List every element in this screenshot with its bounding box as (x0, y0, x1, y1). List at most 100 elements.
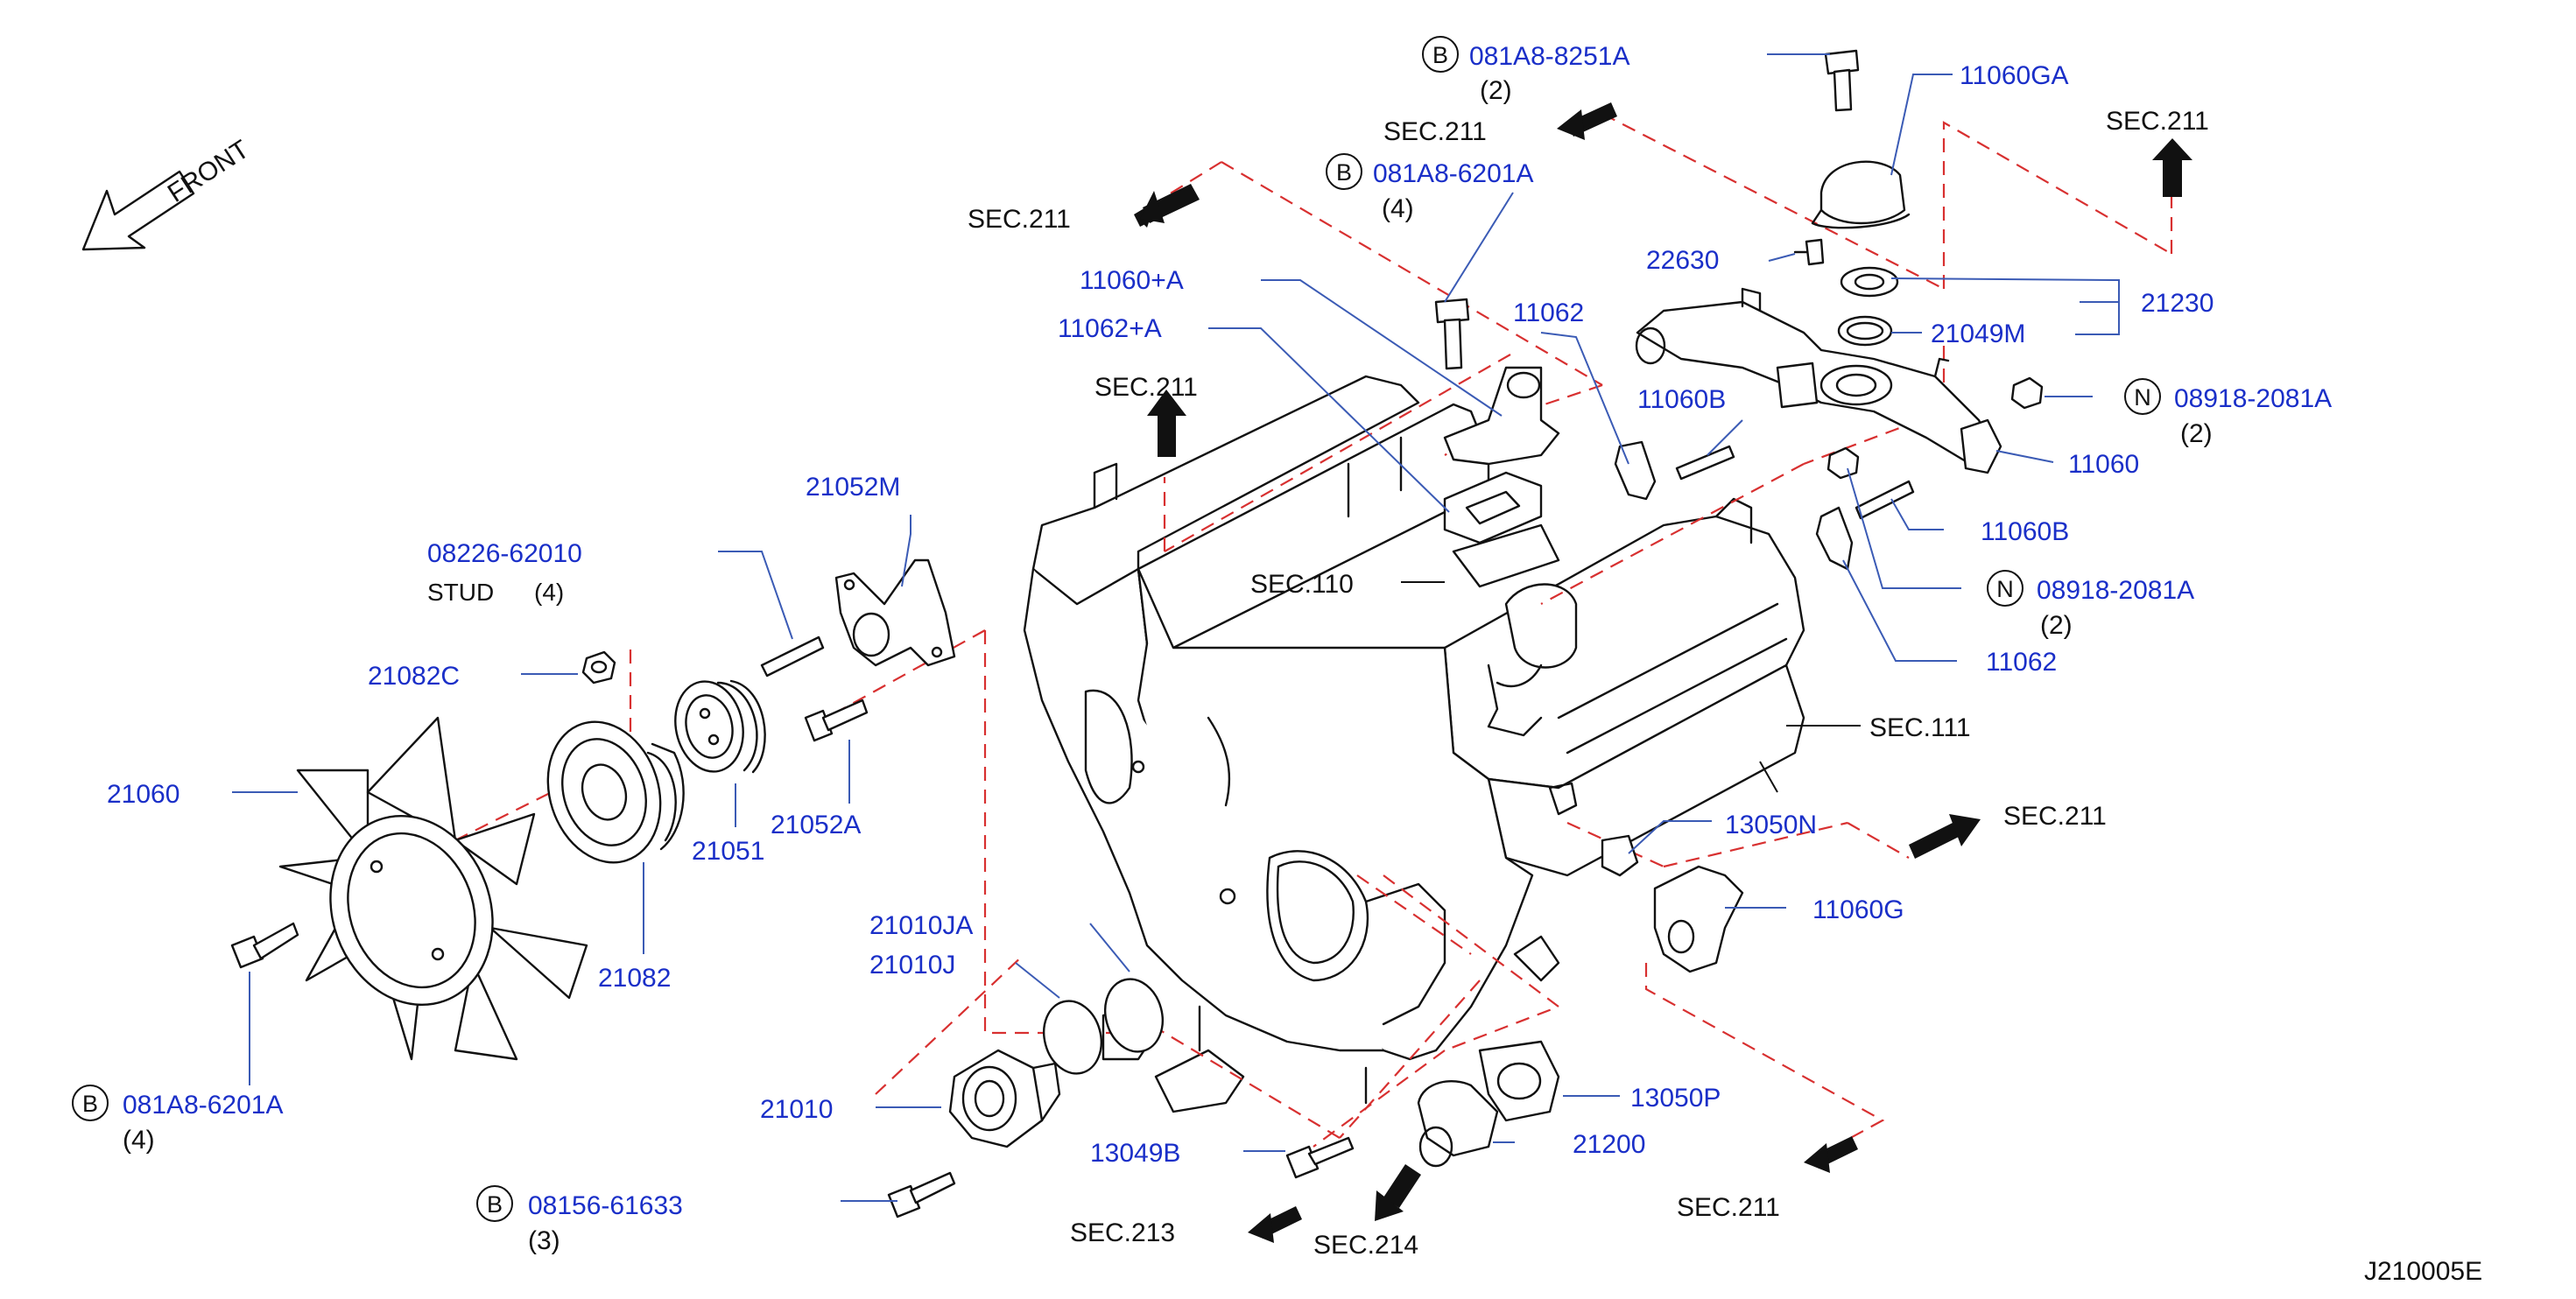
callout-qty: (3) (528, 1226, 560, 1255)
part-label-11060B-lower[interactable]: 11060B (1981, 517, 2069, 546)
part-label-13050P[interactable]: 13050P (1630, 1084, 1721, 1113)
callout-circle (72, 1085, 109, 1121)
callout-circle (2124, 378, 2161, 415)
section-label-110[interactable]: SEC.110 (1250, 570, 1354, 599)
stud-qty: (4) (534, 579, 564, 606)
water-pump-pulley (674, 679, 766, 774)
part-label-13050N[interactable]: 13050N (1725, 811, 1817, 839)
callout-part-number[interactable]: 08156-61633 (528, 1191, 683, 1220)
thermostat (1837, 266, 1899, 347)
section-label-211[interactable]: SEC.211 (2003, 802, 2107, 831)
bolt-081A8-8251A (1824, 49, 1860, 112)
section-arrow-icon (1375, 1164, 1421, 1221)
section-label-214[interactable]: SEC.214 (1313, 1231, 1418, 1260)
fan-bolt (230, 922, 299, 969)
section-label-211[interactable]: SEC.211 (1094, 373, 1198, 402)
water-inlet (1417, 1040, 1560, 1168)
gasket-11062-lower (1815, 506, 1854, 571)
callout-qty: (4) (1382, 194, 1414, 223)
bolt-081A8-6201A-top (1434, 298, 1470, 370)
bolt-08156 (887, 1171, 956, 1218)
callout-n1[interactable]: N 08918-2081A (2) (2124, 378, 2332, 448)
part-label-08226-62010[interactable]: 08226-62010 (427, 539, 582, 568)
section-label-211[interactable]: SEC.211 (1677, 1193, 1780, 1222)
water-pump-gaskets (1043, 978, 1164, 1075)
diagram-id: J210005E (2364, 1257, 2482, 1286)
part-label-21010J[interactable]: 21010J (869, 951, 955, 980)
section-label-211[interactable]: SEC.211 (1383, 117, 1487, 146)
part-label-21060[interactable]: 21060 (107, 780, 179, 809)
callout-circle (1326, 153, 1362, 190)
callout-b4[interactable]: B 08156-61633 (3) (476, 1185, 683, 1255)
callout-letter: B (1336, 159, 1352, 186)
fan-bracket (834, 558, 956, 667)
part-label-11060G[interactable]: 11060G (1812, 895, 1904, 924)
water-pipe-assembly (1635, 287, 2002, 474)
stud-11060B-lower (1855, 480, 1915, 520)
section-arrow-icon (1248, 1206, 1302, 1243)
callout-circle (1422, 36, 1459, 73)
fan-clutch (546, 720, 685, 864)
part-label-11062-plus-A[interactable]: 11062+A (1058, 314, 1162, 343)
part-label-11060GA[interactable]: 11060GA (1960, 61, 2069, 90)
gasket-11062A (1443, 471, 1543, 544)
part-label-21082C[interactable]: 21082C (368, 662, 460, 691)
part-label-11060-plus-A[interactable]: 11060+A (1080, 266, 1184, 295)
callout-letter: B (82, 1091, 98, 1117)
callout-qty: (2) (1480, 76, 1512, 105)
section-label-111[interactable]: SEC.111 (1869, 713, 1971, 742)
part-label-13049B[interactable]: 13049B (1090, 1139, 1180, 1168)
thermostat-housing-cover (1811, 160, 1911, 229)
section-label-211[interactable]: SEC.211 (2106, 107, 2209, 136)
part-label-11062-top[interactable]: 11062 (1513, 298, 1584, 327)
part-label-21082[interactable]: 21082 (598, 964, 671, 993)
part-label-21049M[interactable]: 21049M (1931, 319, 2025, 348)
callout-letter: N (1996, 576, 2014, 602)
callout-qty: (4) (123, 1126, 155, 1155)
front-arrow-icon (81, 170, 195, 251)
part-label-21010JA[interactable]: 21010JA (869, 911, 973, 940)
part-labels: 11060GA 22630 21230 21049M 11060+A 11062… (107, 61, 2214, 1168)
section-label-213[interactable]: SEC.213 (1070, 1218, 1175, 1247)
part-label-21230[interactable]: 21230 (2141, 289, 2214, 318)
part-label-21200[interactable]: 21200 (1573, 1130, 1645, 1159)
section-arrow-icon (1147, 390, 1186, 457)
nut-08918-upper (2010, 376, 2044, 410)
section-label-211[interactable]: SEC.211 (968, 205, 1071, 234)
part-label-22630[interactable]: 22630 (1646, 246, 1719, 275)
callout-qty: (2) (2040, 611, 2073, 640)
part-label-21052A[interactable]: 21052A (771, 811, 861, 839)
callout-part-number[interactable]: 081A8-8251A (1469, 42, 1630, 71)
callout-part-number[interactable]: 081A8-6201A (123, 1091, 284, 1120)
callout-letter: B (1432, 42, 1448, 68)
callout-part-number[interactable]: 08918-2081A (2037, 576, 2194, 605)
stud-label: STUD (427, 579, 494, 606)
cooling-fan (278, 716, 588, 1061)
part-label-11060[interactable]: 11060 (2068, 450, 2139, 479)
callout-circle (1987, 570, 2023, 607)
part-label-21051[interactable]: 21051 (692, 837, 764, 866)
part-label-21010[interactable]: 21010 (760, 1095, 833, 1124)
engine-block (1023, 375, 1805, 1113)
callout-part-number[interactable]: 08918-2081A (2174, 384, 2332, 413)
part-label-21052M[interactable]: 21052M (806, 473, 900, 502)
nut-21082C (581, 650, 616, 685)
callout-n2[interactable]: N 08918-2081A (2) (1987, 570, 2194, 640)
callout-b1[interactable]: B 081A8-8251A (2) (1422, 36, 1630, 105)
section-labels: SEC.211 SEC.211 SEC.211 SEC.211 SEC.211 … (968, 107, 2209, 1260)
callout-b3[interactable]: B 081A8-6201A (4) (72, 1085, 284, 1155)
stud-11060B-upper (1675, 445, 1735, 481)
section-arrow-icon (1557, 102, 1617, 140)
callout-part-number[interactable]: 081A8-6201A (1373, 159, 1534, 188)
part-label-11060B-upper[interactable]: 11060B (1637, 385, 1726, 414)
callout-b2[interactable]: B 081A8-6201A (4) (1326, 153, 1534, 223)
nut-08918-lower (1826, 446, 1860, 480)
part-label-11062-lower[interactable]: 11062 (1986, 648, 2057, 677)
stud-08226 (760, 635, 825, 678)
front-label: FRONT (163, 135, 255, 208)
water-outlet-11060G (1548, 782, 1744, 973)
bolt-13049B (1285, 1136, 1355, 1179)
callout-circle (476, 1185, 513, 1222)
callout-letter: B (487, 1191, 503, 1218)
